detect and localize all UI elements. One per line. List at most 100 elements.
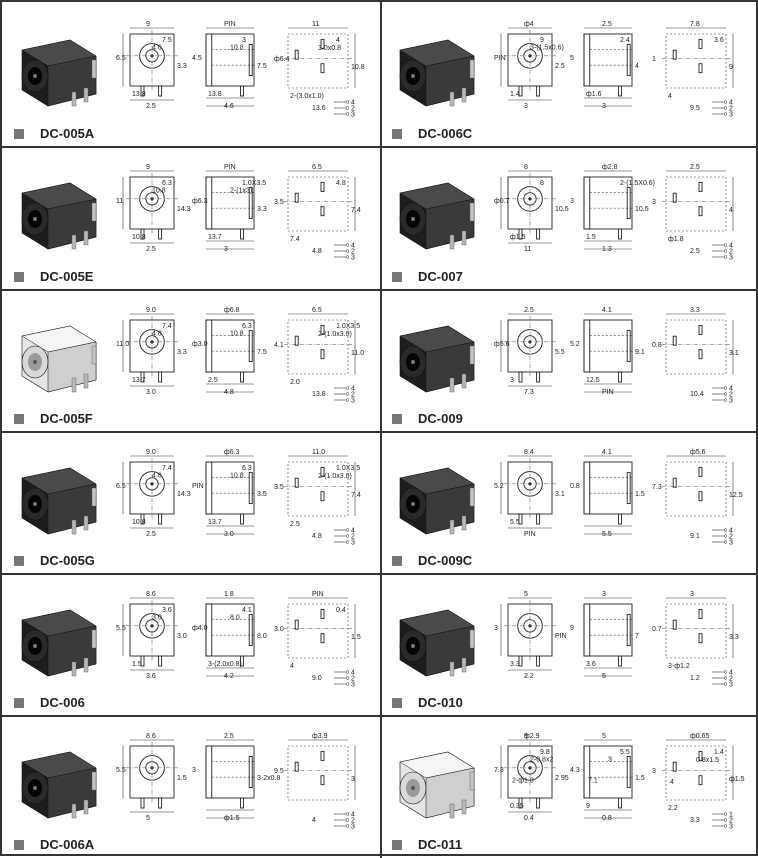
dimension-value: 3.0 bbox=[146, 389, 156, 396]
pin-schematic: 423 bbox=[334, 99, 355, 118]
pin-number: 4 bbox=[351, 527, 355, 534]
pin-schematic: 423 bbox=[712, 99, 733, 118]
dimension-value: 2.5 bbox=[224, 733, 234, 740]
dimension-value: ф6.8 bbox=[224, 307, 240, 314]
side-view bbox=[583, 739, 633, 819]
dimension-value: 4 bbox=[668, 93, 672, 100]
dimension-value: 7 bbox=[635, 633, 639, 640]
dimension-value: 2-(3.0x1.0) bbox=[290, 93, 324, 100]
dimension-value: 3 bbox=[494, 625, 498, 632]
dimension-value: 1.5 bbox=[635, 775, 645, 782]
dimension-value: 13.8 bbox=[312, 391, 326, 398]
row-divider bbox=[2, 573, 758, 575]
dimension-value: 5.5 bbox=[510, 519, 520, 526]
row-divider bbox=[2, 146, 758, 148]
pin-number: 3 bbox=[729, 539, 733, 546]
dimension-value: 3-(1.5x0.6) bbox=[530, 45, 564, 52]
dimension-value: 4 bbox=[729, 207, 733, 214]
dimension-value: 3 bbox=[524, 103, 528, 110]
dimension-value: 9.0 bbox=[312, 675, 322, 682]
dimension-value: 2.5 bbox=[602, 21, 612, 28]
dimension-value: 7.5 bbox=[162, 37, 172, 44]
dimension-value: 5 bbox=[570, 55, 574, 62]
pin-schematic: 423 bbox=[712, 385, 733, 404]
pin-number: 4 bbox=[351, 385, 355, 392]
dimension-value: 1.0X3.5 bbox=[242, 180, 266, 187]
dimension-value: 4 bbox=[312, 817, 316, 824]
dimension-value: 3.6 bbox=[586, 661, 596, 668]
dimension-value: 13.7 bbox=[208, 234, 222, 241]
dimension-value: 3-2x0.8 bbox=[257, 775, 280, 782]
pin-number: 4 bbox=[729, 242, 733, 249]
dimension-value: 5.5 bbox=[620, 749, 630, 756]
product-model-label: DC-007 bbox=[418, 269, 463, 284]
bullet-square-icon bbox=[14, 839, 24, 850]
pin-number: 3 bbox=[729, 681, 733, 688]
dimension-value: 3.3 bbox=[690, 307, 700, 314]
dimension-value: 7.4 bbox=[351, 492, 361, 499]
dimension-value: ф4.0 bbox=[192, 625, 208, 632]
dimension-value: 3.6 bbox=[146, 673, 156, 680]
dimension-value: 4.1 bbox=[602, 307, 612, 314]
dimension-value: 1.5 bbox=[635, 491, 645, 498]
dimension-value: 8 bbox=[524, 164, 528, 171]
dimension-value: 4.8 bbox=[312, 248, 322, 255]
column-divider bbox=[380, 2, 382, 858]
dimension-value: PIN bbox=[494, 55, 506, 62]
dimension-value: 6.3 bbox=[242, 323, 252, 330]
pin-number: 2 bbox=[729, 391, 733, 398]
dimension-value: 2-(1.0x3.0) bbox=[318, 473, 352, 480]
dimension-value: 14.3 bbox=[177, 491, 191, 498]
dimension-value: 3.0 bbox=[177, 633, 187, 640]
pin-number: 2 bbox=[729, 817, 733, 824]
dimension-value: 0.4 bbox=[336, 607, 346, 614]
dimension-value: 3.5 bbox=[257, 491, 267, 498]
product-photo bbox=[21, 182, 97, 250]
dimension-value: 2.95 bbox=[555, 775, 569, 782]
dimension-value: 5 bbox=[602, 673, 606, 680]
bullet-square-icon bbox=[392, 697, 402, 708]
front-view bbox=[122, 597, 178, 671]
dimension-value: 7.5 bbox=[257, 349, 267, 356]
pcb-footprint bbox=[284, 739, 356, 801]
dimension-value: 11.0 bbox=[116, 341, 129, 348]
product-model-label: DC-010 bbox=[418, 695, 463, 710]
side-view bbox=[205, 455, 255, 535]
dimension-value: 5.5 bbox=[116, 767, 126, 774]
dimension-value: ф1.8 bbox=[668, 236, 684, 243]
dimension-value: 3.6 bbox=[162, 607, 172, 614]
pin-number: 3 bbox=[729, 111, 733, 118]
dimension-value: 9.8 bbox=[540, 749, 550, 756]
product-photo bbox=[21, 39, 97, 107]
dimension-value: PIN bbox=[192, 483, 204, 490]
front-view bbox=[122, 27, 178, 101]
side-view bbox=[205, 27, 255, 107]
pcb-footprint bbox=[284, 455, 356, 517]
dimension-value: 3.5 bbox=[274, 199, 284, 206]
dimension-value: PIN bbox=[524, 531, 536, 538]
bullet-square-icon bbox=[14, 413, 24, 424]
connector-photo bbox=[399, 39, 475, 107]
product-photo bbox=[21, 751, 97, 819]
product-photo bbox=[399, 325, 475, 393]
dimension-value: 7.4 bbox=[162, 323, 172, 330]
pcb-footprint bbox=[662, 27, 734, 89]
dimension-value: 5.5 bbox=[116, 625, 126, 632]
dimension-value: 0.7 bbox=[652, 626, 662, 633]
dimension-value: ф6.3 bbox=[192, 198, 208, 205]
dimension-value: 4 bbox=[336, 37, 340, 44]
dimension-value: 2-(1.0x3.0) bbox=[318, 331, 352, 338]
dimension-value: 4 bbox=[670, 779, 674, 786]
pin-schematic: 423 bbox=[334, 811, 355, 830]
pin-schematic: 423 bbox=[334, 385, 355, 404]
pin-number: 2 bbox=[729, 533, 733, 540]
